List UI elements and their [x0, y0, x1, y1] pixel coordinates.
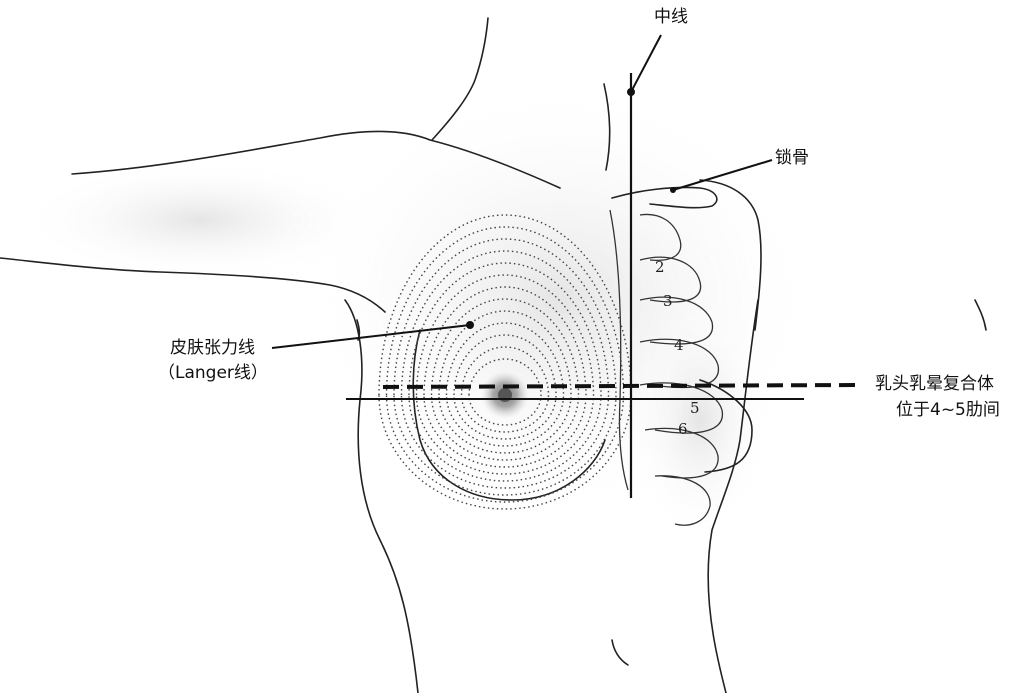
rib-number-4: 4	[674, 336, 684, 354]
label-clavicle: 锁骨	[775, 148, 809, 169]
rib-number-6: 6	[678, 420, 688, 438]
label-langer-line: 皮肤张力线	[170, 338, 255, 359]
midline-leader	[631, 35, 661, 92]
rib-number-3: 3	[663, 292, 673, 310]
clavicle-marker	[670, 187, 676, 193]
rib-number-5: 5	[690, 399, 700, 417]
body-shading	[20, 80, 820, 540]
label-langer-line-sub: （Langer线）	[158, 363, 268, 384]
label-nipple-complex: 乳头乳晕复合体	[875, 374, 994, 395]
rib-number-2: 2	[655, 258, 665, 276]
langer-marker	[466, 321, 474, 329]
label-midline: 中线	[654, 7, 688, 28]
label-nipple-position: 位于4~5肋间	[896, 400, 1000, 421]
